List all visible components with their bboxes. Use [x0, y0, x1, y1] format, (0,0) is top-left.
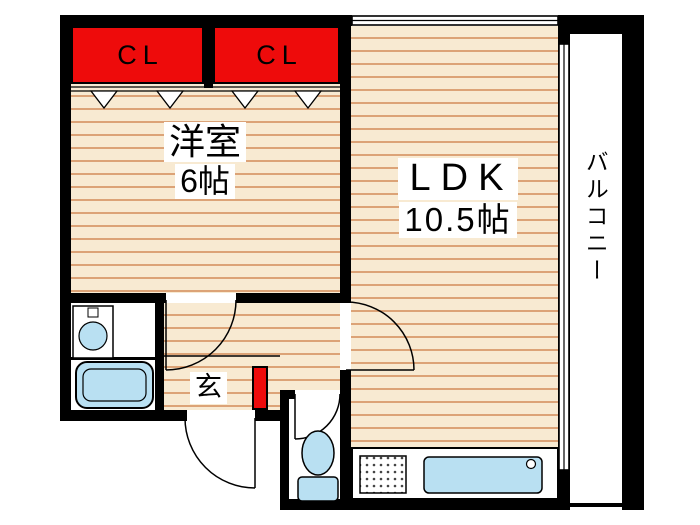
window-top: [351, 15, 559, 26]
wall-balcony-outer: [622, 15, 644, 510]
wall-hall-ldk-lower: [340, 370, 351, 510]
faucet-icon: [525, 458, 537, 470]
ldk-label: LDK 10.5帖: [372, 157, 544, 239]
wall-closet-divider: [204, 26, 213, 88]
toilet-icon: [297, 430, 339, 502]
western-room-label: 洋室 6帖: [140, 122, 270, 199]
wall-left: [60, 15, 71, 421]
wall-toilet-top-stub: [280, 390, 295, 399]
entrance-door-arc: [184, 417, 256, 489]
kitchen-sink-icon: [423, 456, 543, 494]
window-balcony: [558, 43, 570, 471]
closet-right: CL: [213, 26, 340, 84]
wall-top-left: [60, 15, 352, 26]
closet-left: CL: [71, 26, 204, 84]
balcony-label: バルコニー: [582, 150, 609, 285]
ldk-size: 10.5帖: [399, 201, 517, 239]
kitchen-counter: [351, 447, 559, 500]
wall-west-ldk: [340, 15, 351, 302]
toilet-door-arc: [294, 393, 341, 440]
bathtub-icon: [75, 361, 154, 409]
wall-bottom-left-a: [60, 410, 187, 421]
wall-toilet-left: [280, 390, 289, 510]
ldk-floor: [351, 26, 558, 499]
closet-right-label: CL: [256, 39, 303, 70]
wall-washroom-genkan: [155, 303, 164, 410]
western-room-size: 6帖: [175, 163, 235, 199]
closet-doors-icon: [71, 86, 340, 110]
western-room-name: 洋室: [163, 122, 246, 162]
washbasin-icon: [72, 305, 114, 359]
washroom-door-arc: [165, 299, 237, 371]
shoe-cabinet: [252, 366, 268, 410]
balcony-bottom-line: [570, 503, 622, 507]
wall-bottom-right: [287, 499, 570, 510]
wall-below-west-a: [60, 293, 166, 303]
ldk-name: LDK: [397, 157, 519, 200]
ldk-door-arc: [345, 301, 415, 371]
wall-below-west-b: [236, 293, 351, 303]
wall-bottom-left-b: [255, 410, 287, 421]
entrance-label: 玄: [190, 372, 227, 404]
closet-left-label: CL: [117, 39, 164, 70]
stove-icon: [359, 455, 407, 494]
